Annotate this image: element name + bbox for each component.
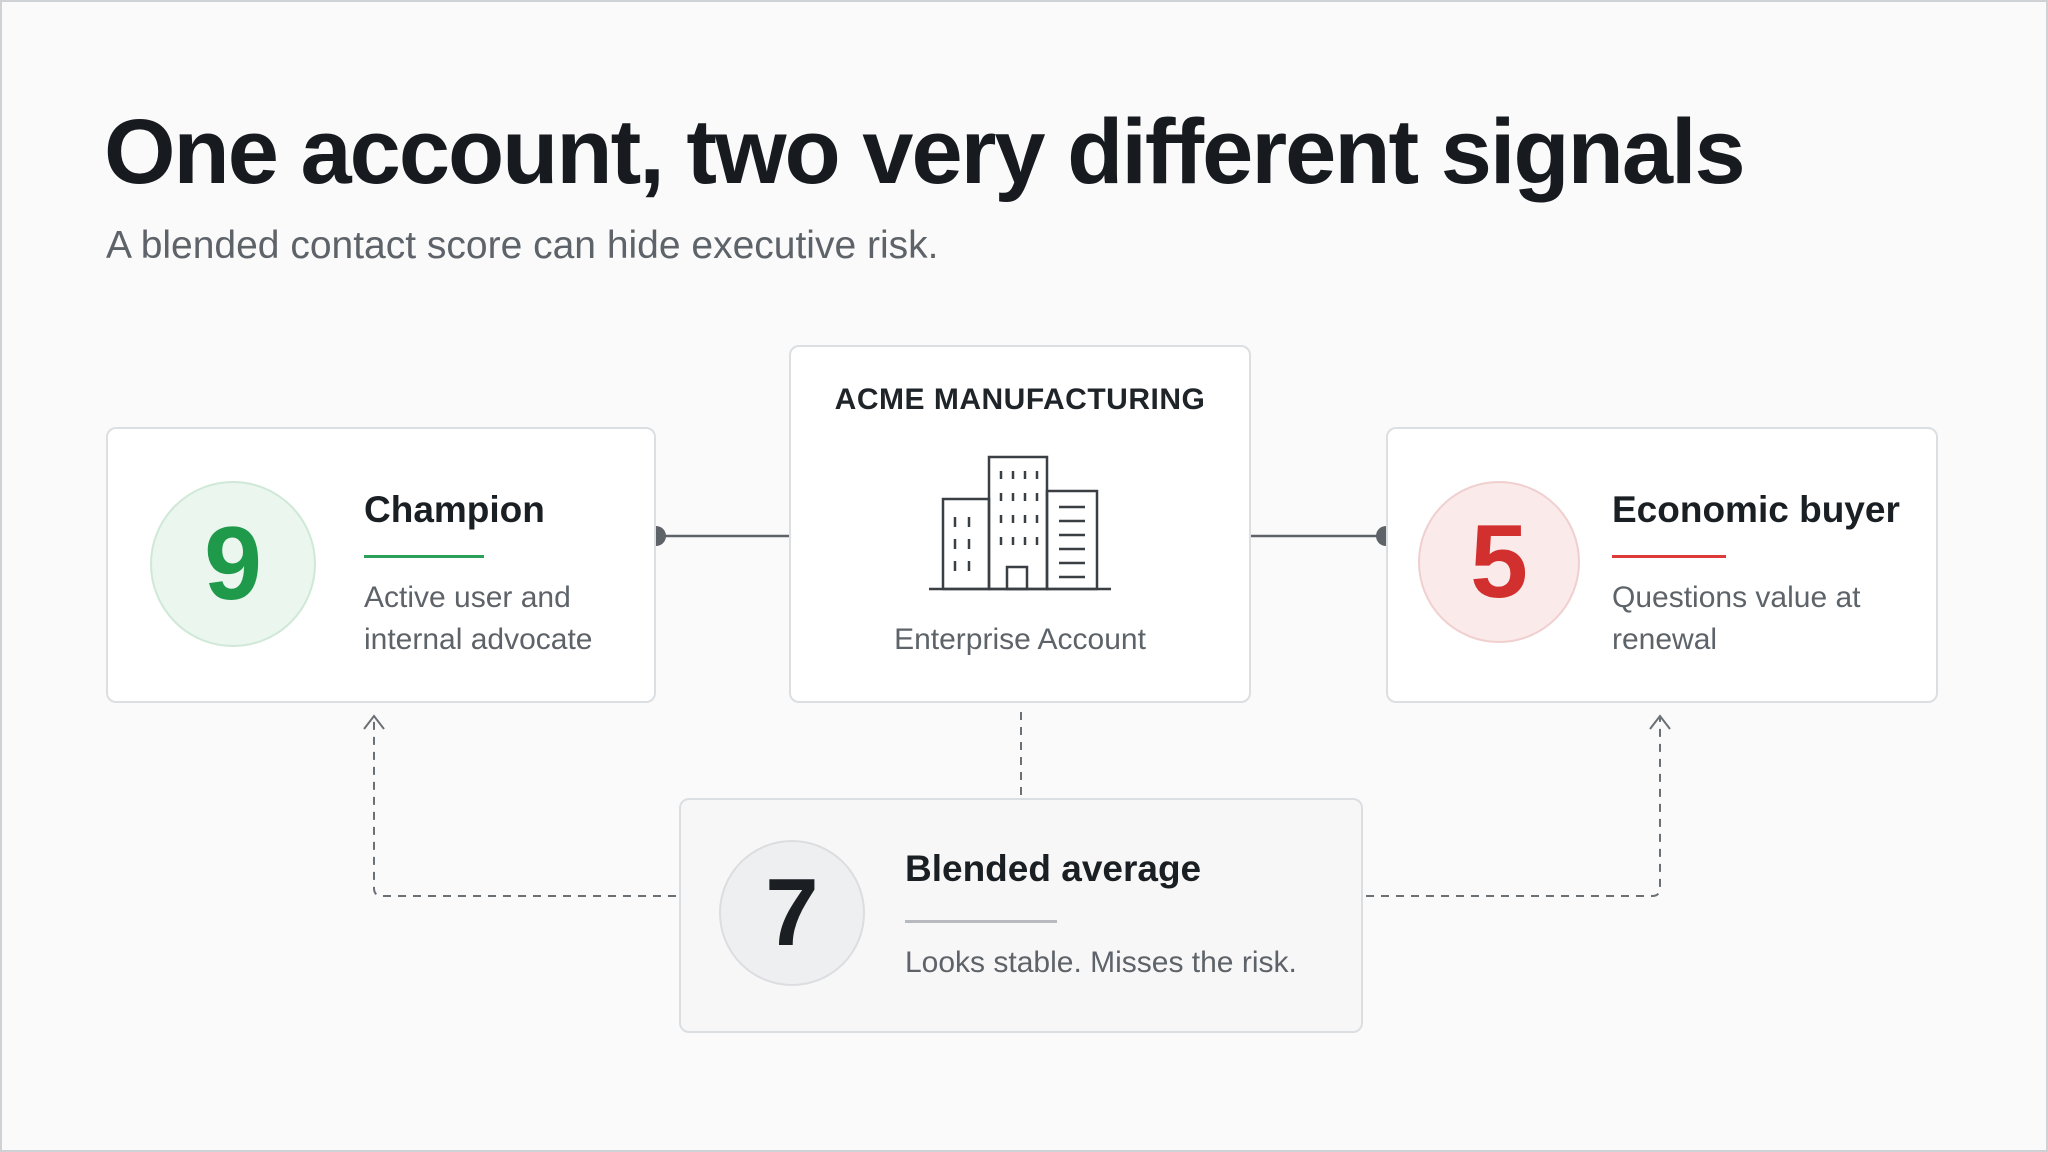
economic-buyer-heading: Economic buyer <box>1612 489 1900 530</box>
account-type: Enterprise Account <box>894 623 1146 656</box>
blended-average-card: 7 Blended average Looks stable. Misses t… <box>679 798 1363 1033</box>
champion-score: 9 <box>150 481 316 647</box>
buyer-arrowhead-icon <box>1649 714 1671 730</box>
page-subtitle: A blended contact score can hide executi… <box>106 224 939 267</box>
blended-divider <box>905 920 1057 923</box>
champion-divider <box>364 555 484 558</box>
champion-description: Active user and internal advocate <box>364 581 593 656</box>
account-name: ACME MANUFACTURING <box>834 383 1206 416</box>
building-icon <box>929 455 1111 591</box>
blended-score: 7 <box>719 840 865 986</box>
blended-description: Looks stable. Misses the risk. <box>905 946 1297 979</box>
champion-heading: Champion <box>364 489 545 530</box>
blended-heading: Blended average <box>905 848 1202 889</box>
economic-buyer-description: Questions value at renewal <box>1612 581 1861 656</box>
blend-to-champion-connector <box>373 718 676 897</box>
champion-arrowhead-icon <box>363 714 385 730</box>
economic-buyer-score: 5 <box>1418 481 1580 643</box>
champion-card: 9 Champion Active user and internal advo… <box>106 427 656 703</box>
economic-buyer-card: 5 Economic buyer Questions value at rene… <box>1386 427 1938 703</box>
blend-to-buyer-connector <box>1366 718 1661 897</box>
account-card: ACME MANUFACTURING Enterprise Account <box>789 345 1251 703</box>
page-title: One account, two very different signals <box>104 101 1746 203</box>
economic-buyer-divider <box>1612 555 1726 558</box>
